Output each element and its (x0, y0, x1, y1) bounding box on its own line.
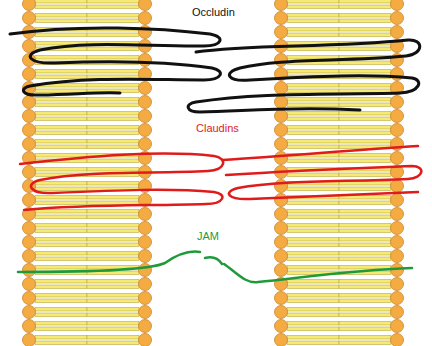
occludin-strand (188, 40, 420, 112)
protein-label: Occludin (190, 6, 237, 19)
claudin-strand (222, 146, 421, 199)
occludin-strand (10, 28, 220, 95)
protein-label: Claudins (194, 122, 241, 135)
jam-strand (224, 264, 412, 282)
claudin-strand (20, 154, 223, 210)
jam-strand (18, 252, 200, 272)
protein-label: JAM (195, 230, 221, 243)
lipid-bilayer (274, 0, 404, 346)
jam-strand (205, 257, 222, 264)
